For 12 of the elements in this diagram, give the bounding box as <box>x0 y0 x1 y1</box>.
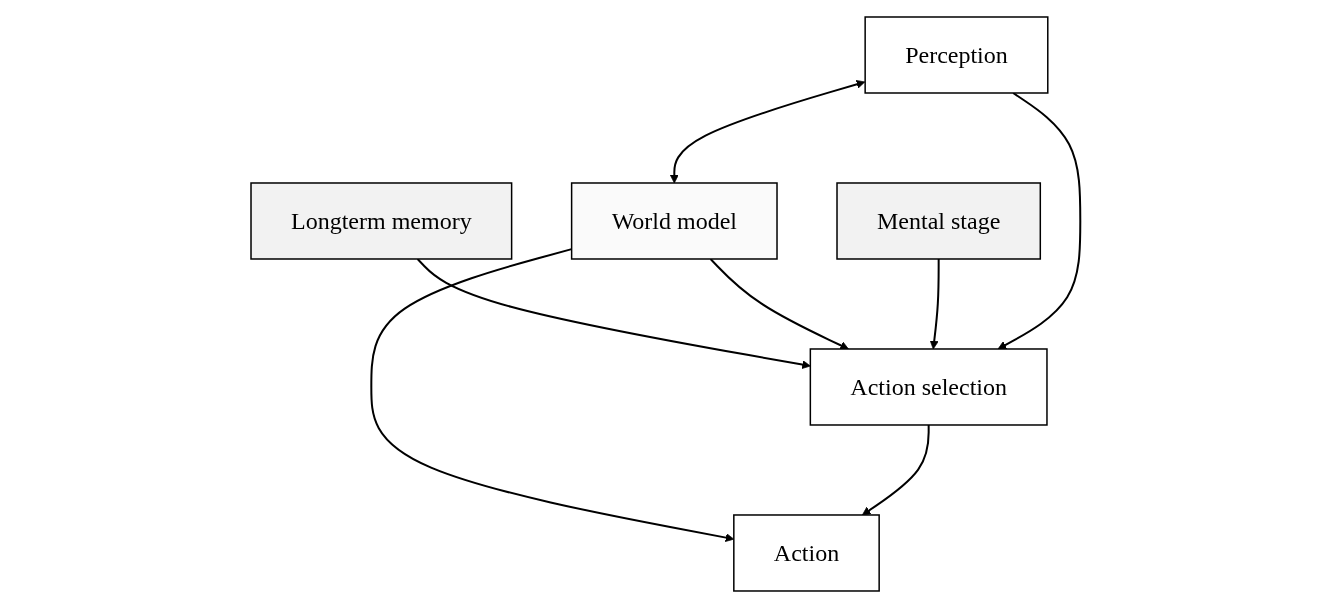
node-box: Action selection <box>809 348 1049 426</box>
arrow <box>862 424 930 516</box>
arrow <box>709 258 850 350</box>
arrow <box>930 258 940 350</box>
node-box: Mental stage <box>836 182 1042 260</box>
node-box: Perception <box>864 16 1049 94</box>
node-box: Action <box>733 514 881 592</box>
arrow <box>998 92 1082 350</box>
node-box: World model <box>571 182 779 260</box>
arrow <box>370 248 735 542</box>
node-box: Longterm memory <box>250 182 513 260</box>
arrow <box>670 80 866 184</box>
